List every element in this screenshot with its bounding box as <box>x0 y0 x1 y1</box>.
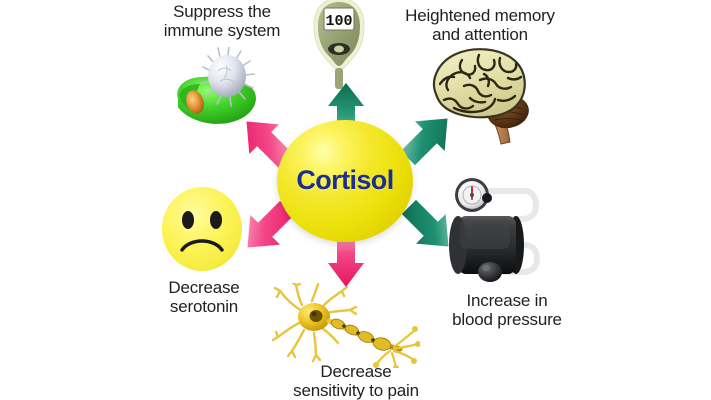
blood-pressure-monitor-icon <box>446 173 566 285</box>
brain-icon <box>424 42 540 147</box>
label-heightened-memory-and-attention: Heightened memory and attention <box>405 6 555 45</box>
arrow-down-decrease <box>326 228 366 288</box>
label-decrease-serotonin: Decrease serotonin <box>168 278 240 317</box>
neuron-icon <box>271 281 421 371</box>
label-increase-in-blood-pressure: Increase in blood pressure <box>452 291 562 330</box>
label-suppress-immune-system: Suppress the immune system <box>163 2 281 41</box>
glucometer-reading: 100 <box>325 13 352 30</box>
immune-cell-icon <box>168 46 264 132</box>
sad-face-icon <box>160 186 244 272</box>
arrow-down-left-decrease <box>232 196 304 258</box>
arrow-up-right-increase <box>392 108 462 170</box>
cortisol-label: Cortisol <box>296 164 394 195</box>
cortisol-sphere: Cortisol <box>277 120 413 242</box>
glucometer-icon: 100 <box>306 0 372 90</box>
arrow-down-right-increase <box>392 194 464 258</box>
